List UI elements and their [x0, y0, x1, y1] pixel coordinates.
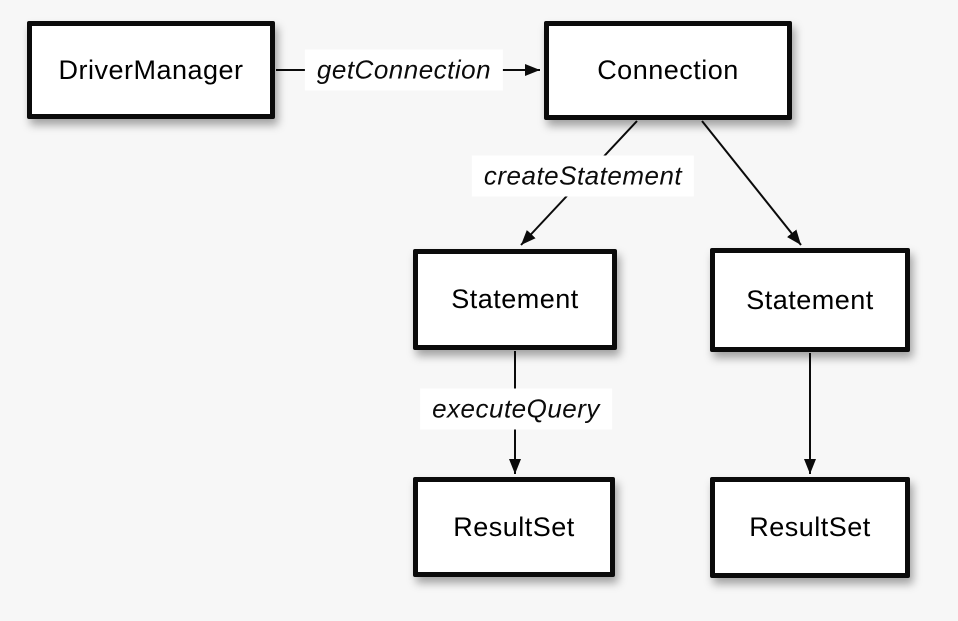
edge-label-executequery: executeQuery	[420, 388, 612, 430]
edge-label-getconnection: getConnection	[304, 49, 504, 91]
node-statement-right: Statement	[710, 248, 910, 352]
node-statement-left: Statement	[413, 249, 617, 350]
edge-label-createstatement: createStatement	[471, 155, 695, 197]
edge-connection-to-right-statement-arrow	[701, 120, 802, 246]
node-resultset-right: ResultSet	[710, 477, 910, 578]
node-connection: Connection	[544, 21, 792, 120]
node-drivermanager: DriverManager	[27, 21, 275, 119]
node-resultset-left: ResultSet	[413, 477, 615, 577]
